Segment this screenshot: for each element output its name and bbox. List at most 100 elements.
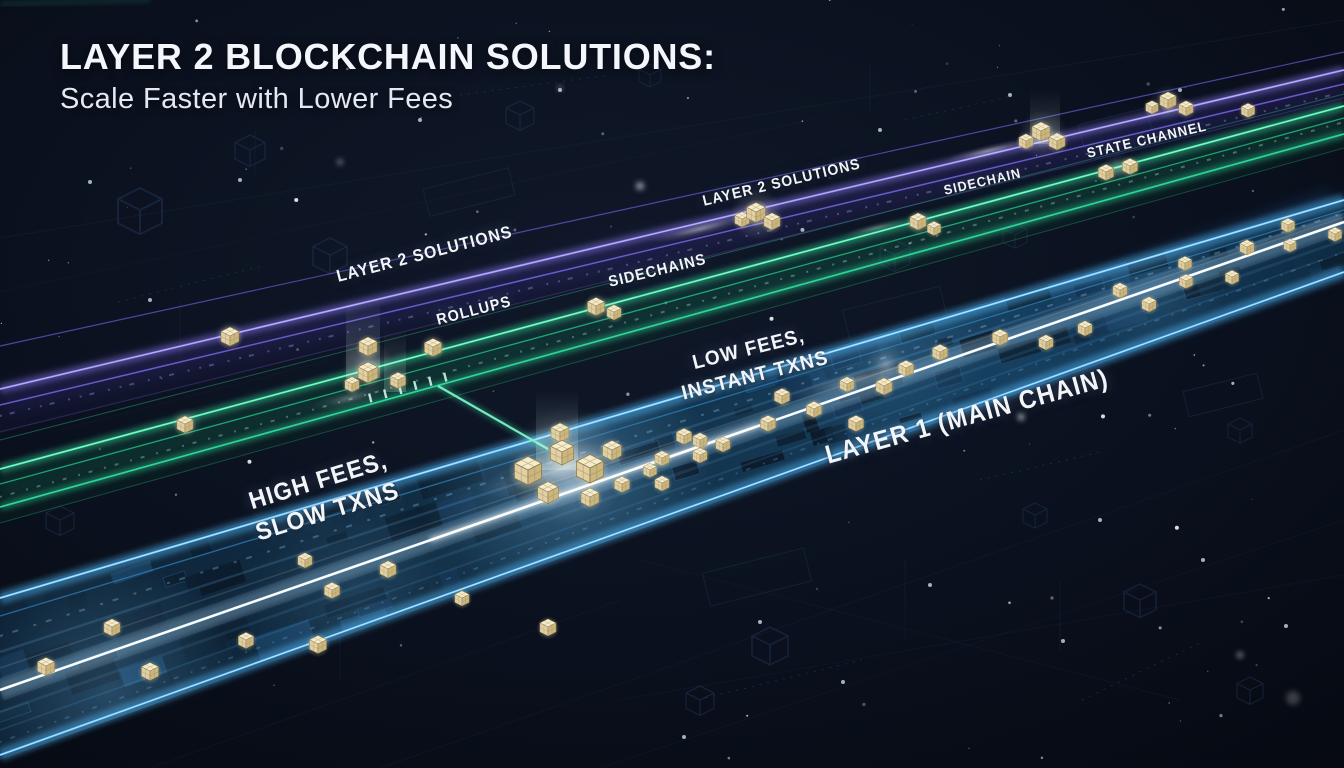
star <box>548 30 551 33</box>
block-cube-icon <box>33 654 59 680</box>
star <box>1028 443 1030 445</box>
block-cube-icon <box>576 484 604 512</box>
star <box>1040 756 1044 760</box>
star <box>1168 702 1170 704</box>
wire-cube-icon <box>117 186 163 236</box>
block-cube-icon <box>1175 98 1197 120</box>
block-cube-icon <box>320 579 344 603</box>
light-trail <box>649 215 751 243</box>
star <box>67 261 70 264</box>
green-rail-3 <box>0 133 1344 508</box>
block-cube-icon <box>603 302 625 324</box>
wire-line <box>619 574 1344 701</box>
star <box>815 587 819 591</box>
block-cube-icon <box>376 557 400 582</box>
cluster-glow <box>866 344 906 384</box>
block-cube-icon <box>1109 280 1131 302</box>
block-cube-icon <box>1094 161 1118 185</box>
wire-line <box>599 519 1344 768</box>
block-cube-icon <box>1035 332 1057 354</box>
star <box>317 65 321 68</box>
wire-line <box>379 429 1344 768</box>
star <box>996 66 999 69</box>
wire-cube-icon <box>505 100 535 132</box>
wire-cube-icon <box>45 505 75 537</box>
data-tick <box>428 376 433 386</box>
block-cube-icon <box>1138 294 1160 316</box>
star <box>727 756 731 760</box>
star <box>1174 525 1179 530</box>
wire-line <box>0 19 1344 239</box>
star <box>296 348 300 351</box>
block-cube-icon <box>756 412 780 436</box>
star <box>1255 663 1258 667</box>
wire-cube-icon <box>1123 583 1157 619</box>
star <box>1219 714 1223 718</box>
green-rail-dim <box>0 147 1344 524</box>
star <box>130 167 132 169</box>
star <box>911 23 913 25</box>
star <box>1179 720 1181 722</box>
star <box>424 233 427 236</box>
star <box>746 714 749 717</box>
block-cube-icon <box>760 209 784 234</box>
star <box>686 96 690 100</box>
wire-dashed-line <box>459 74 611 96</box>
block-cube-icon <box>802 398 826 422</box>
star <box>801 120 804 123</box>
top-left-glow-edge <box>0 0 151 5</box>
light-trail <box>842 218 910 238</box>
wire-cube-icon <box>751 626 789 666</box>
network-node <box>1008 93 1012 97</box>
block-cube-icon <box>651 473 673 495</box>
block-cube-icon <box>689 430 711 452</box>
band-streak <box>0 238 1344 714</box>
star <box>1132 215 1135 219</box>
band-streak <box>0 251 1344 731</box>
star <box>1240 620 1244 624</box>
star <box>1231 381 1235 385</box>
star <box>420 116 422 119</box>
wire-line <box>59 359 331 431</box>
star <box>1251 498 1253 500</box>
layer1-top-edge-core <box>0 199 1344 599</box>
wire-dashed-line <box>704 659 863 699</box>
block-cube-icon <box>1175 253 1195 274</box>
star <box>601 132 605 136</box>
star <box>126 206 128 208</box>
star <box>1193 354 1196 356</box>
block-cube-icon <box>1325 224 1344 245</box>
star <box>280 146 284 151</box>
block-cube-icon <box>536 615 560 640</box>
block-cube-icon <box>1118 155 1142 179</box>
star <box>515 22 517 24</box>
star <box>0 322 3 325</box>
page-subtitle: Scale Faster with Lower Fees <box>60 83 454 115</box>
block-cube-icon <box>294 550 316 572</box>
bright-star <box>1286 691 1300 705</box>
bright-star <box>636 182 644 190</box>
block-cube-icon <box>872 374 896 399</box>
chain-panel <box>775 428 807 447</box>
wire-line <box>0 117 821 293</box>
bright-star <box>337 159 343 165</box>
bright-star <box>1237 652 1243 658</box>
network-node <box>1201 558 1205 562</box>
data-tick <box>413 380 418 391</box>
star <box>294 197 299 202</box>
chain-panel <box>733 404 754 416</box>
block-cube-icon <box>234 629 258 653</box>
block-cube-icon <box>532 477 564 509</box>
chain-panel <box>740 450 785 472</box>
star <box>513 228 517 232</box>
data-tick <box>368 393 373 403</box>
star <box>245 168 247 170</box>
star <box>800 227 805 232</box>
layer1-bottom-edge-core <box>0 271 1344 756</box>
star <box>998 44 1001 47</box>
network-node <box>928 583 932 587</box>
block-cube-icon <box>216 323 244 351</box>
page-title: LAYER 2 BLOCKCHAIN SOLUTIONS: <box>60 36 716 77</box>
star <box>963 449 966 452</box>
